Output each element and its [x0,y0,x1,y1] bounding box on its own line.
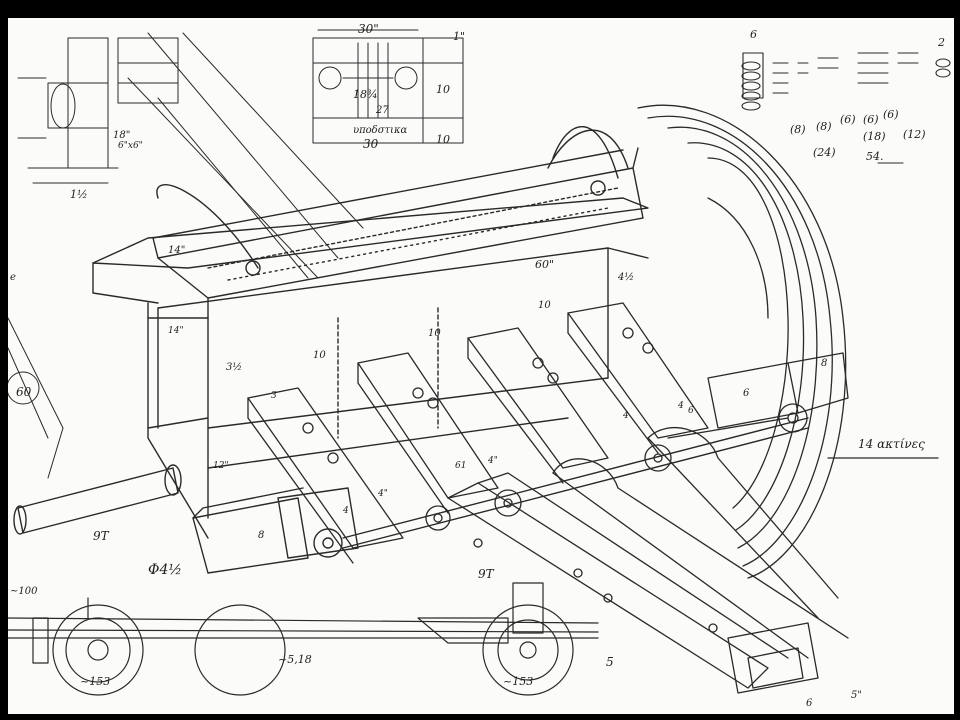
label-dim-3: 3 [271,391,277,401]
top-middle-detail [312,29,464,144]
label-top-10b: 10 [436,133,450,146]
left-marks [8,317,64,479]
top-left-detail [17,32,364,279]
label-tr-18: (18) [863,130,886,143]
main-frame [92,197,649,539]
label-w518: ~5,18 [278,653,312,666]
label-tr-12: (12) [903,128,926,141]
label-dim-8b: 8 [821,358,827,369]
label-gt-left: 9T [93,529,110,543]
upper-beam [152,126,644,319]
bottom-elevation [8,582,599,696]
label-dim-4b: 4 [342,506,349,516]
label-dim-3half: 3½ [226,362,242,373]
label-top-10a: 10 [436,83,450,96]
parts-list [741,52,951,164]
label-top-183: 18¾ [353,88,378,101]
label-spokes: 14 ακτίνες [858,437,925,451]
label-dim-4a: 4" [377,489,388,499]
label-beam-14: 14" [168,245,185,256]
leaf-springs [447,426,849,694]
label-left-60: 60 [16,385,32,399]
annotations: 30" 1" 10 10 30 18¾ 27 υποδστικα 18" 6"x… [10,22,945,709]
label-gt-right: 9T [478,567,495,581]
label-phi: Φ4½ [148,562,182,578]
label-top-1: 1" [453,30,465,43]
label-tr-8: (8) [790,123,806,136]
label-top-30b: 30 [363,137,379,151]
label-left-1half: 1½ [70,188,88,201]
large-wheel [637,104,847,579]
label-dim-4c: 4" [487,456,498,466]
label-dim-4half: 4½ [617,272,634,283]
label-dim-4d: 4 [622,411,629,421]
label-left-18: 18" [113,130,130,141]
label-w153a: ~153 [80,675,110,688]
label-top-greek: υποδστικα [353,125,408,136]
label-w153b: ~153 [503,675,533,688]
label-dim-10c: 10 [313,350,326,361]
label-dim-10a: 10 [538,300,551,311]
cross-members [247,302,709,564]
label-dim-5: 5 [606,655,614,669]
drawing-paper: 30" 1" 10 10 30 18¾ 27 υποδστικα 18" 6"x… [8,18,954,714]
right-axle [425,352,939,531]
technical-sketch: 30" 1" 10 10 30 18¾ 27 υποδστικα 18" 6"x… [8,22,951,709]
label-tr-6d: (6) [863,113,879,126]
label-dim-6b: 6 [688,406,694,416]
label-dim-10b: 10 [428,328,441,339]
label-tr-54: 54. [866,150,884,163]
label-dim-12: 12" [213,461,229,471]
label-left-6x6: 6"x6" [118,141,143,151]
label-tr-6: 6 [750,28,757,41]
label-left-e: e [10,272,16,283]
label-dim-6a: 6 [743,388,750,399]
label-tr-2: 2 [937,36,945,49]
label-dim-6c: 6 [806,698,813,709]
label-beam-60: 60" [535,258,554,271]
label-dim-5b: 5" [851,690,862,701]
label-tr-6e: (6) [883,108,899,121]
label-tr-6c: (6) [840,113,856,126]
label-tr-8b: (8) [816,120,832,133]
label-dim-14b: 14" [168,326,184,336]
label-top-27: 27 [375,105,389,116]
front-block [13,417,809,574]
label-dim-8a: 8 [258,530,264,541]
label-top-30: 30" [358,22,379,36]
label-tr-24: (24) [813,146,836,159]
label-w100: ~100 [10,586,38,597]
label-dim-61: 61 [455,461,466,471]
label-dim-4e: 4 [677,401,684,411]
